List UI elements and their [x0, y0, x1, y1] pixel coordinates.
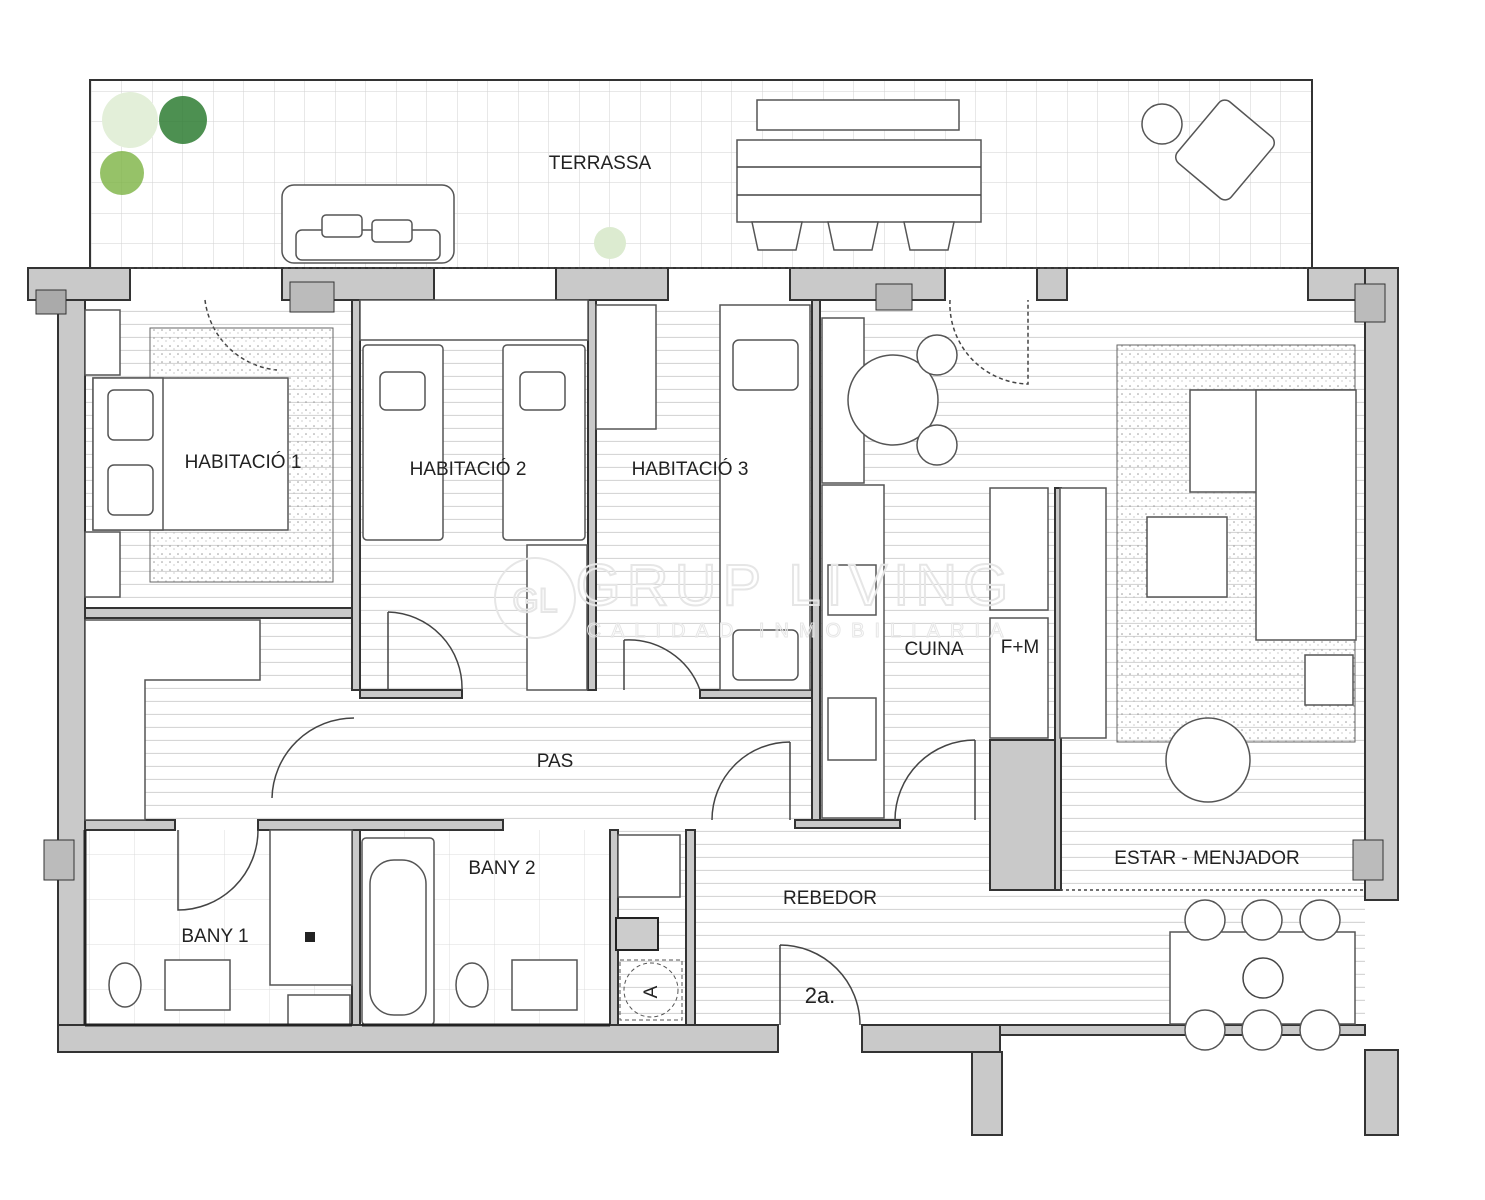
- room-label-habitacio-3: HABITACIÓ 3: [632, 458, 749, 480]
- room-rebedor: A REBEDOR 2a.: [615, 834, 877, 1021]
- room-label-fm: F+M: [1001, 637, 1040, 658]
- room-cuina: CUINA F+M: [821, 317, 1049, 819]
- watermark-logo: GL GRUP LIVING CALIDAD INMOBILIARIA: [494, 552, 1015, 643]
- room-label-bany-1: BANY 1: [181, 926, 248, 947]
- svg-text:GRUP LIVING: GRUP LIVING: [576, 553, 1015, 618]
- lounge-chair: [1174, 99, 1276, 201]
- room-label-rebedor: REBEDOR: [783, 888, 877, 909]
- room-label-bany-2: BANY 2: [468, 858, 535, 879]
- room-label-habitacio-1: HABITACIÓ 1: [185, 451, 302, 473]
- outdoor-sofa: [281, 184, 455, 264]
- room-bany-1: BANY 1: [108, 829, 353, 1026]
- room-label-terrassa: TERRASSA: [549, 153, 652, 174]
- plant-icon: [100, 92, 626, 259]
- room-pas: PAS: [84, 619, 574, 821]
- floor-label: 2a.: [805, 983, 836, 1008]
- room-bany-2: BANY 2: [361, 837, 578, 1026]
- side-table: [1141, 103, 1183, 145]
- armari-label: A: [641, 985, 662, 998]
- room-habitacio-3: HABITACIÓ 3: [595, 304, 811, 691]
- room-label-pas: PAS: [537, 751, 574, 772]
- room-label-cuina: CUINA: [904, 639, 963, 660]
- room-label-estar-menjador: ESTAR - MENJADOR: [1114, 848, 1299, 869]
- terrace: TERRASSA: [89, 79, 1313, 269]
- svg-text:CALIDAD INMOBILIARIA: CALIDAD INMOBILIARIA: [587, 620, 1014, 642]
- outdoor-dining-table: [736, 99, 982, 251]
- svg-text:GL: GL: [512, 582, 557, 620]
- room-estar-menjador: ESTAR - MENJADOR: [1059, 344, 1365, 1051]
- room-label-habitacio-2: HABITACIÓ 2: [410, 458, 527, 480]
- bathroom-walls: [83, 830, 610, 1027]
- room-habitacio-1: HABITACIÓ 1: [84, 309, 334, 598]
- doors: [130, 267, 1308, 1026]
- walls: [27, 267, 1399, 1136]
- room-habitacio-2: HABITACIÓ 2: [359, 299, 589, 691]
